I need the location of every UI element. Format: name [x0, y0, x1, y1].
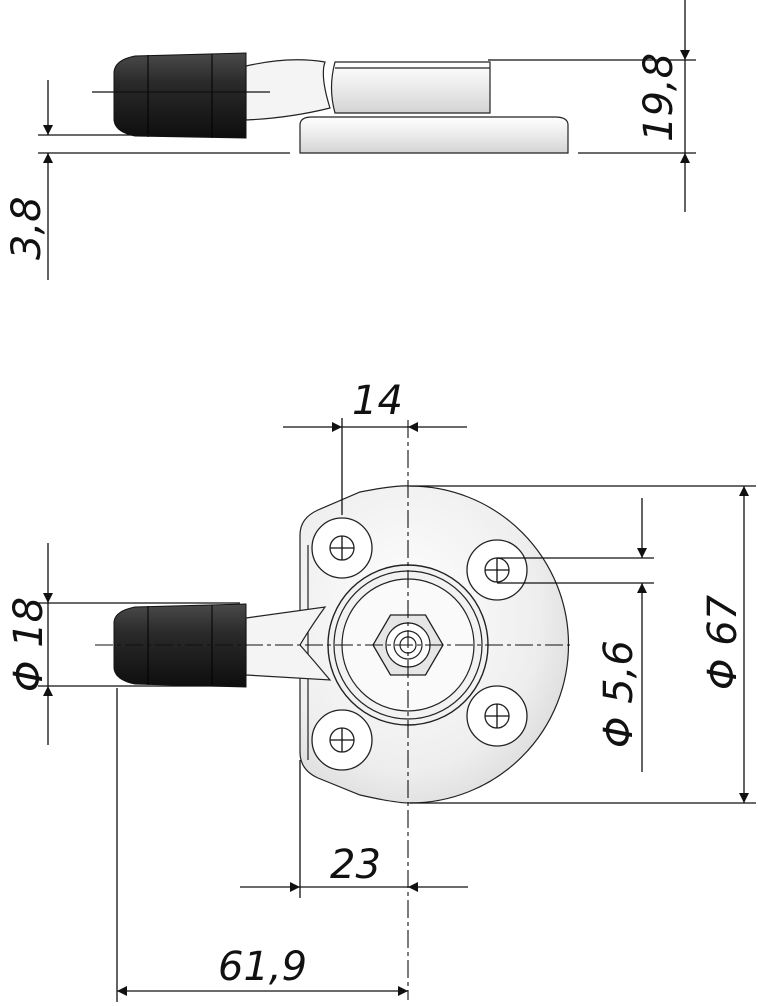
mounting-hole — [311, 709, 373, 771]
side-lever-arm — [245, 59, 331, 121]
base-dimension-label: 3,8 — [4, 196, 50, 260]
mounting-hole — [466, 685, 528, 747]
side-knob — [113, 52, 247, 139]
height-dimension-label: 19,8 — [636, 53, 682, 142]
side-view: 19,8 3,8 — [4, 0, 696, 280]
knob-diameter-label: Φ 18 — [6, 597, 52, 692]
side-housing — [330, 61, 491, 114]
hole-diameter-label: Φ 5,6 — [596, 640, 642, 748]
hole-spacing-label: 14 — [352, 378, 403, 424]
overall-length-label: 61,9 — [218, 944, 307, 990]
base-diameter-label: Φ 67 — [700, 594, 746, 690]
mounting-hole — [466, 539, 528, 601]
mounting-hole — [311, 517, 373, 579]
side-base-plate — [299, 116, 569, 154]
top-view: 14 Φ 18 Φ 5,6 Φ 67 23 61,9 — [6, 378, 756, 1002]
offset-label: 23 — [330, 842, 381, 888]
